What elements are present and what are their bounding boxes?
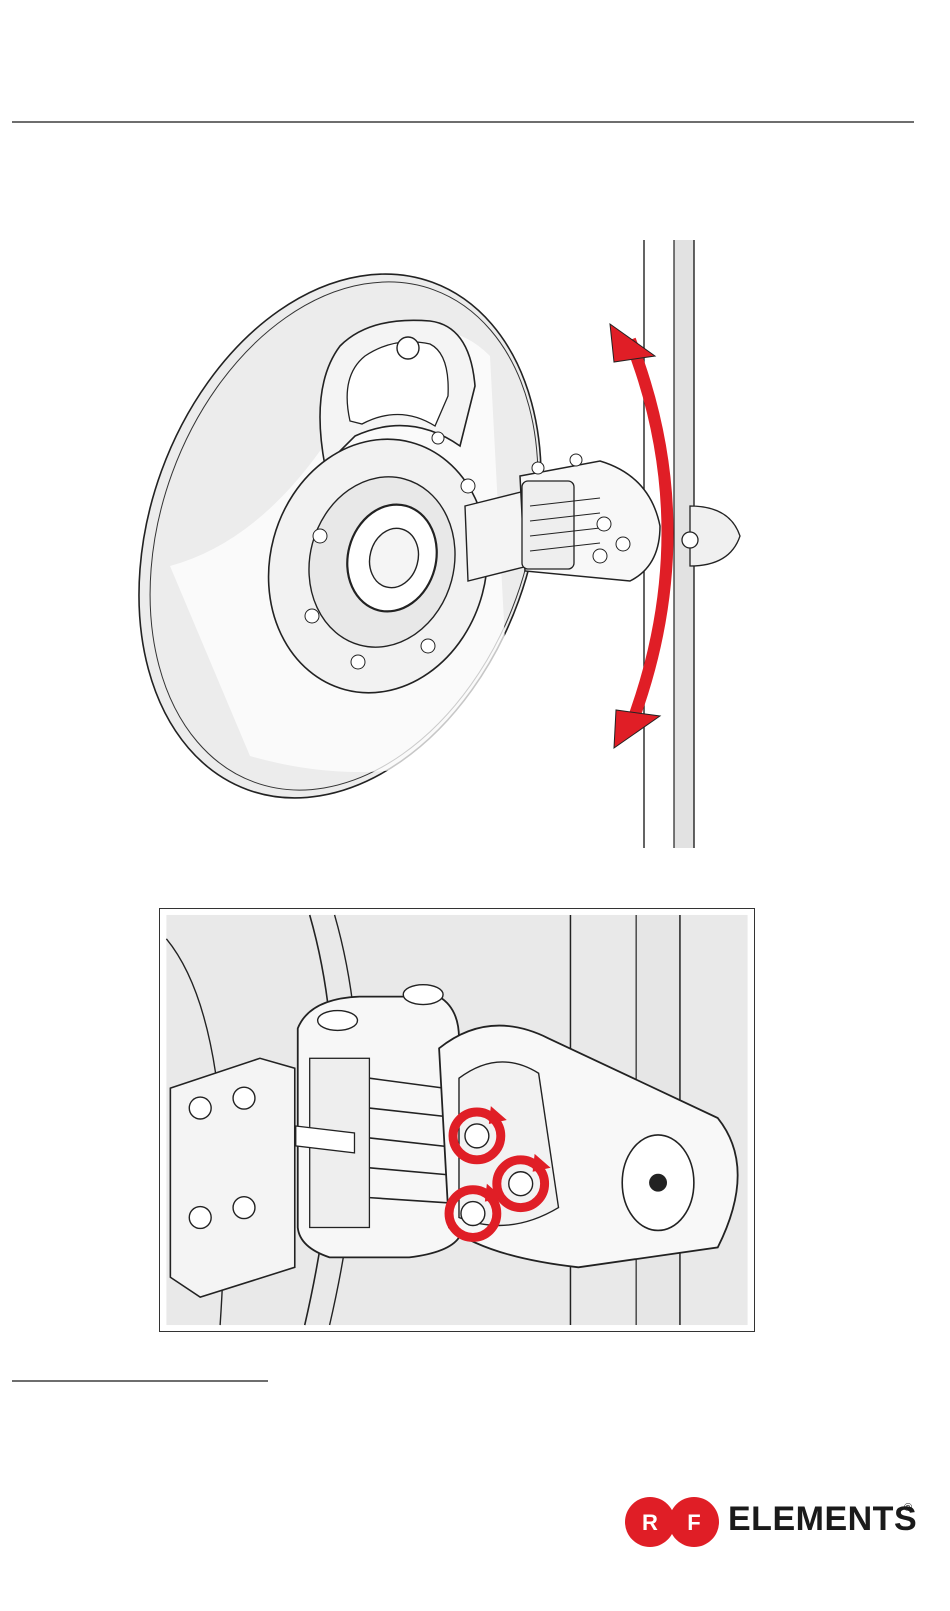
flange-plate — [170, 1058, 294, 1297]
logo-circles-icon: R F — [624, 1494, 724, 1550]
rf-elements-logo: R F ELEMENTS ® — [624, 1494, 920, 1550]
antenna-mount-illustration — [130, 236, 770, 856]
clamp-body — [296, 997, 459, 1258]
logo-letter-r: R — [642, 1510, 658, 1535]
logo-letter-f: F — [687, 1510, 700, 1535]
registered-mark: ® — [904, 1502, 912, 1514]
logo-wordmark: ELEMENTS — [728, 1500, 917, 1539]
bracket-detail-illustration — [159, 908, 755, 1332]
bottom-rule — [12, 1380, 268, 1382]
top-rule — [12, 121, 914, 123]
